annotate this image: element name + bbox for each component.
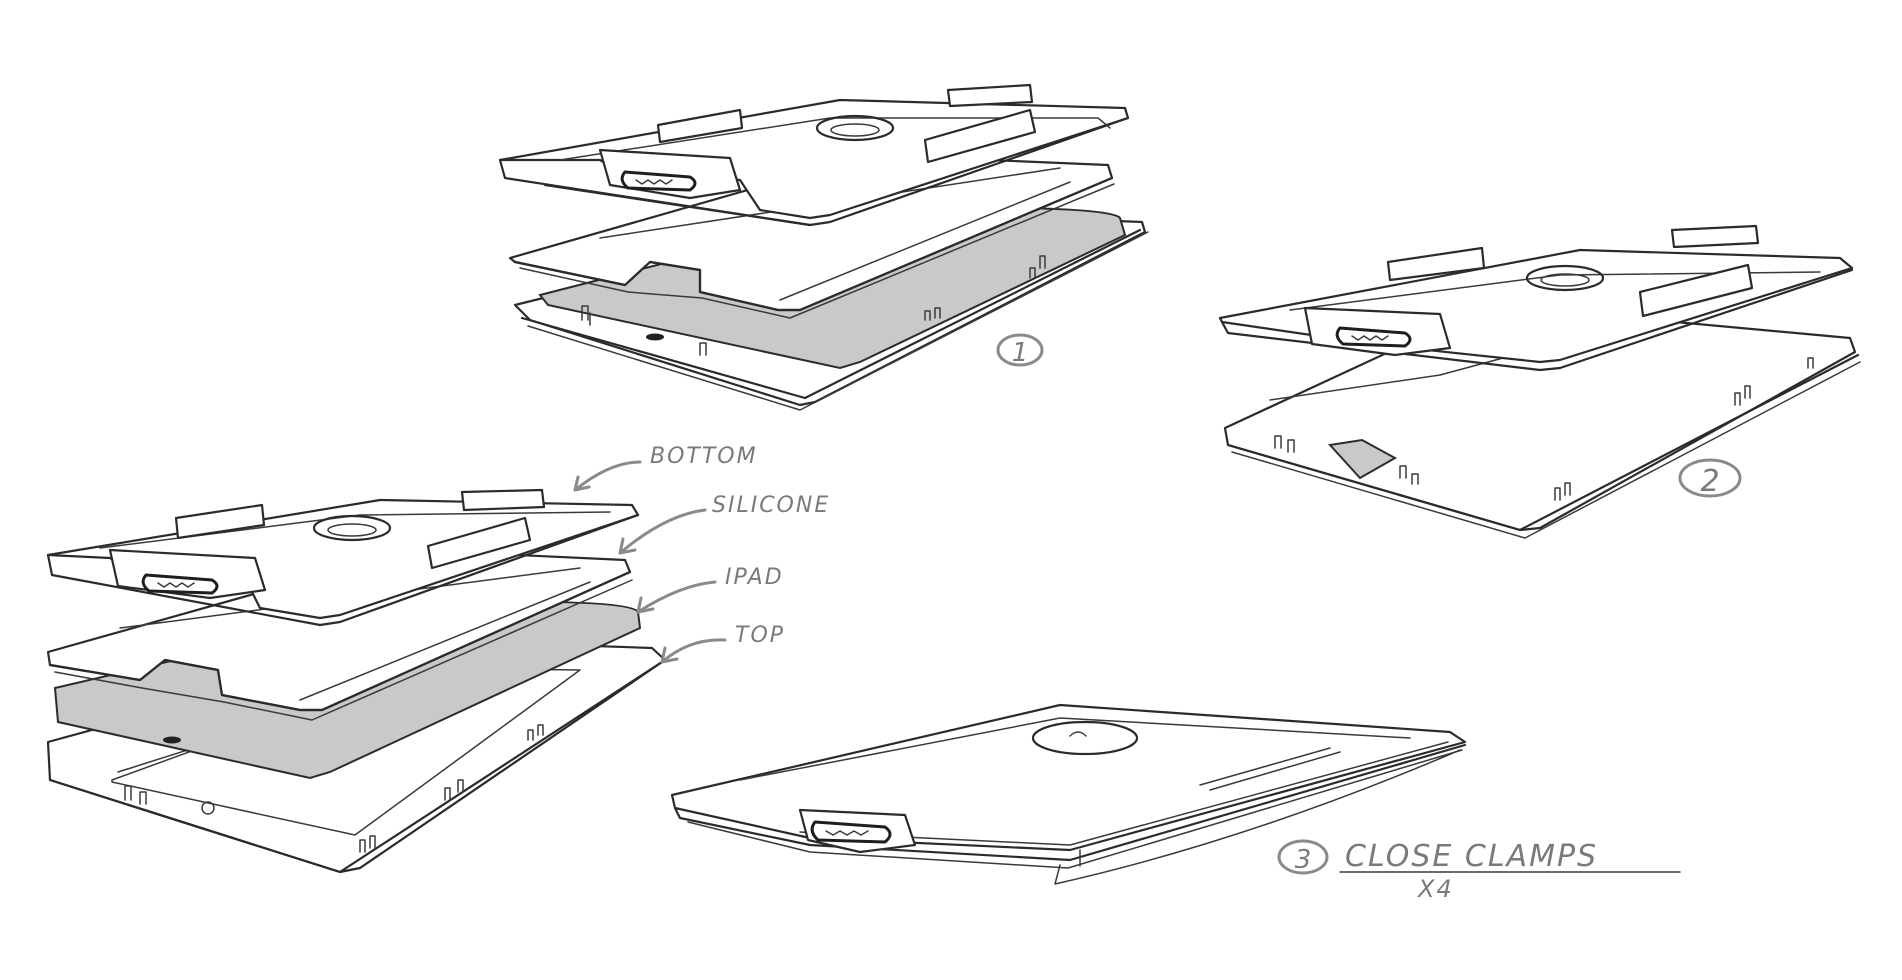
step1-exploded-assembly: 1 — [498, 83, 1149, 411]
step1-number: 1 — [1012, 338, 1029, 368]
labeled-bottom-shell — [46, 488, 640, 627]
label-bottom: BOTTOM — [573, 444, 758, 492]
step3-caption-text: CLOSE CLAMPS — [1345, 839, 1598, 874]
labeled-exploded-assembly: BOTTOM SILICONE IPAD TOP — [46, 444, 830, 874]
step1-bottom-shell — [498, 83, 1130, 227]
step1-number-badge: 1 — [996, 333, 1044, 368]
step2-number-badge: 2 — [1678, 458, 1742, 499]
label-top: TOP — [660, 623, 785, 664]
step1-silicone-layer — [508, 153, 1115, 319]
step3-note: X4 — [1416, 875, 1454, 903]
step3-number: 3 — [1295, 845, 1312, 875]
label-ipad-text: IPAD — [725, 565, 784, 590]
label-silicone-text: SILICONE — [712, 493, 830, 518]
label-silicone: SILICONE — [618, 493, 830, 555]
label-bottom-text: BOTTOM — [650, 444, 758, 469]
step3-caption: 3 CLOSE CLAMPS X4 — [1277, 839, 1681, 903]
step2-number: 2 — [1700, 464, 1719, 499]
label-ipad: IPAD — [636, 565, 784, 614]
step3-assembly: 3 CLOSE CLAMPS X4 — [670, 703, 1681, 903]
step2-lower-body — [1223, 303, 1861, 539]
step2-assembly: 2 — [1218, 224, 1861, 539]
label-top-text: TOP — [735, 623, 785, 648]
step2-bottom-shell — [1218, 224, 1854, 372]
